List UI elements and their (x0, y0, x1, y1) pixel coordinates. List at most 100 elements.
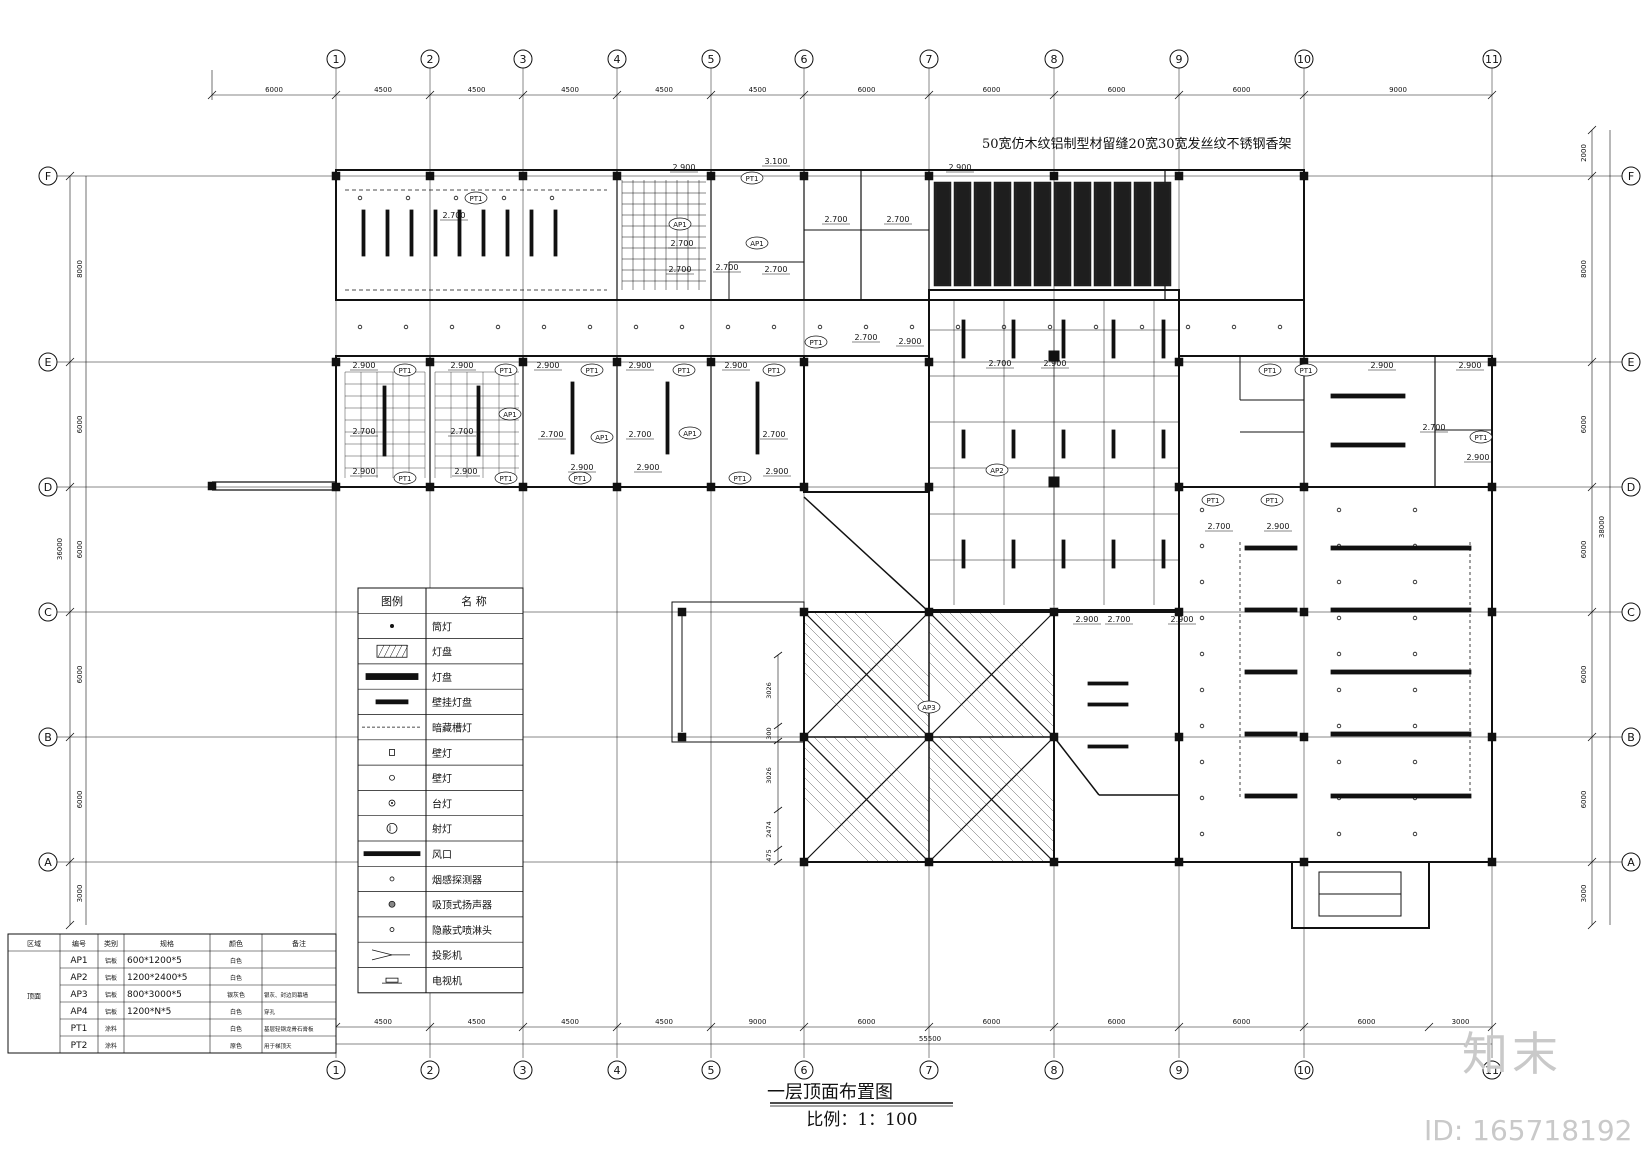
dimension-label: 9000 (749, 1018, 767, 1026)
dimension-label: 6000 (858, 86, 876, 94)
column (1049, 857, 1059, 867)
light-strip (457, 209, 462, 257)
axis-label-col: 10 (1297, 53, 1311, 66)
slat-strip (1033, 181, 1052, 287)
light-strip (1011, 429, 1016, 459)
material-type: 铝板 (105, 974, 117, 982)
axis-label-col: 8 (1051, 53, 1058, 66)
material-table-header: 规格 (160, 939, 174, 948)
ceiling-tag-oval (745, 236, 769, 250)
legend-item-name: 灯盘 (432, 671, 452, 684)
axis-bubble-row (38, 352, 58, 372)
axis-bubble-row (38, 602, 58, 622)
dimension-label: 3000 (1452, 1018, 1470, 1026)
legend-symbol (386, 822, 398, 834)
downlight (1412, 831, 1418, 837)
ceiling-height-label: 2.700 (443, 211, 466, 220)
legend-symbol (363, 851, 421, 857)
legend-item-name: 隐蔽式喷淋头 (432, 924, 492, 937)
column (799, 857, 809, 867)
downlight (771, 324, 777, 330)
axis-bubble-row (1621, 602, 1641, 622)
atrium-hatch (803, 611, 1055, 863)
light-strip (1244, 669, 1298, 675)
ceiling-tag-label: PT1 (678, 367, 691, 375)
column (1174, 857, 1184, 867)
downlight (1336, 651, 1342, 657)
ceiling-height-label: 2.700 (989, 359, 1012, 368)
material-table-header: 颜色 (229, 939, 243, 948)
material-table-header: 编号 (72, 939, 86, 948)
ceiling-height-label: 2.700 (671, 239, 694, 248)
dimension-label: 9000 (1389, 86, 1407, 94)
column (612, 357, 622, 367)
east-rooms (1178, 355, 1493, 488)
ceiling-height-label: 2.700 (669, 265, 692, 274)
legend-symbol (382, 977, 402, 984)
legend-item-name: 投影机 (432, 949, 462, 962)
dimension-label: 6000 (1580, 541, 1588, 559)
light-strip (1244, 731, 1298, 737)
column (1174, 607, 1184, 617)
dimension-label: 4500 (374, 86, 392, 94)
ceiling-height-label: 2.700 (451, 427, 474, 436)
slat-strip (953, 181, 972, 287)
axis-bubble-col (513, 49, 533, 69)
ceiling-tag-oval (580, 363, 604, 377)
downlight (955, 324, 961, 330)
ceiling-height-label: 2.900 (673, 163, 696, 172)
drawing-scale: 比例：1：100 (806, 1110, 917, 1130)
dimension-label: 4500 (655, 86, 673, 94)
legend-symbol (388, 900, 396, 908)
ceiling-tag-label: AP1 (503, 411, 516, 419)
downlight (1336, 615, 1342, 621)
legend-item-name: 电视机 (432, 975, 462, 988)
material-table-frame (7, 933, 337, 1054)
downlight (1199, 579, 1205, 585)
axis-label-col: 11 (1485, 53, 1499, 66)
slat-strip (1053, 181, 1072, 287)
column (1174, 357, 1184, 367)
light-strip (755, 381, 760, 455)
column (924, 171, 934, 181)
ceiling-height-label: 2.900 (766, 467, 789, 476)
axis-bubble-col (794, 1060, 814, 1080)
legend-symbol (376, 644, 409, 658)
ceiling-tag-label: AP1 (683, 430, 696, 438)
light-strip (433, 209, 438, 257)
light-strip (1087, 744, 1129, 749)
ceiling-height-label: 2.900 (455, 467, 478, 476)
ceiling-tag-label: PT1 (574, 475, 587, 483)
axis-bubble-col (1482, 49, 1502, 69)
axis-bubble-col (326, 1060, 346, 1080)
material-table-header: 备注 (292, 939, 306, 948)
downlight (1336, 687, 1342, 693)
column (1049, 171, 1059, 181)
top-note-2: 30宽发丝纹不锈钢香架 (1158, 136, 1292, 152)
ceiling-height-label: 3.100 (765, 157, 788, 166)
downlight (1185, 324, 1191, 330)
ceiling-height-label: 2.900 (353, 361, 376, 370)
material-color: 银灰色 (227, 991, 245, 999)
material-type: 涂料 (105, 1042, 117, 1050)
axis-bubble-col (1294, 49, 1314, 69)
downlight (1199, 651, 1205, 657)
dimension-label: 4500 (561, 1018, 579, 1026)
column (1487, 732, 1497, 742)
axis-label-row: C (1627, 606, 1635, 619)
slat-strip (1113, 181, 1132, 287)
column (1299, 171, 1309, 181)
downlight (1336, 831, 1342, 837)
light-strip (476, 385, 481, 457)
material-code: PT1 (71, 1024, 88, 1034)
axis-bubble-row (38, 852, 58, 872)
ceiling-tag-oval (740, 171, 764, 185)
column (706, 357, 716, 367)
ceiling-tag-label: PT1 (810, 339, 823, 347)
downlight (679, 324, 685, 330)
building-walls (212, 169, 1493, 929)
ceiling-height-label: 2.700 (716, 263, 739, 272)
dimension-label: 6000 (76, 416, 84, 434)
axis-label-col: 3 (520, 53, 527, 66)
